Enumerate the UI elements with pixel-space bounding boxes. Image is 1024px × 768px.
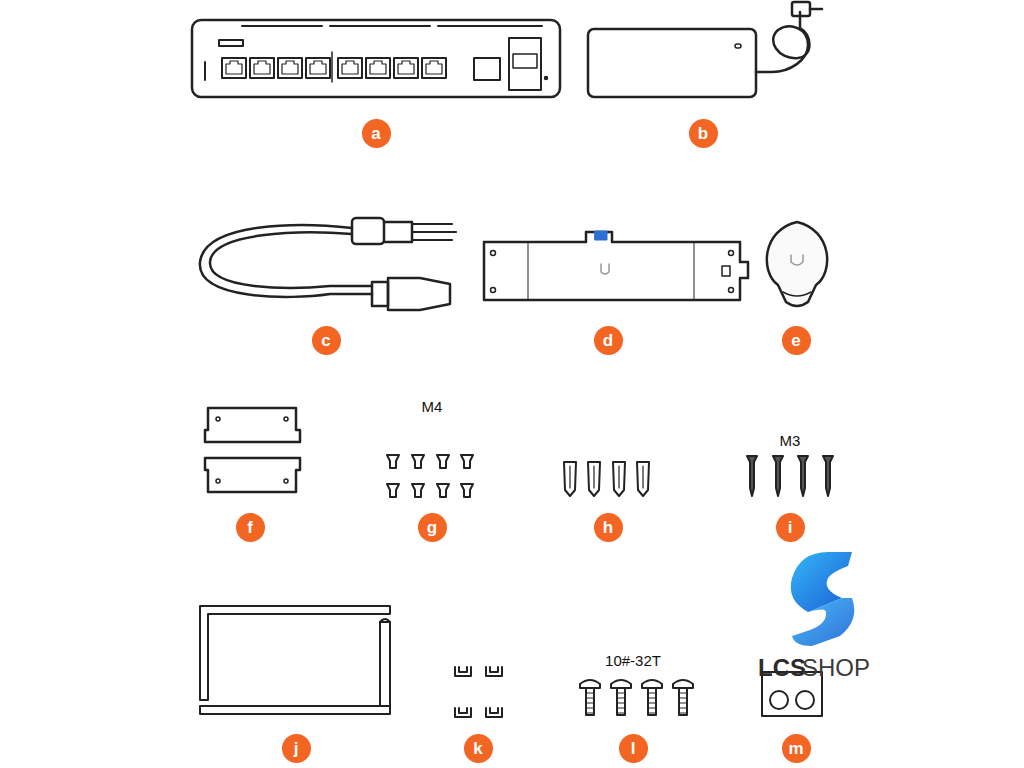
power-cord <box>200 218 456 310</box>
callout-letter: j <box>294 740 299 757</box>
callout-letter-circle: e <box>782 326 811 355</box>
callout-letter: i <box>788 519 793 536</box>
j-brackets <box>200 606 390 714</box>
watermark-text: SHOP <box>802 656 870 680</box>
m4-screws <box>387 455 473 497</box>
cable-clip <box>767 222 827 306</box>
watermark-logo <box>791 552 855 646</box>
callout-letter: d <box>603 332 613 349</box>
callout-letter-circle: i <box>776 513 805 542</box>
cage-nuts <box>455 667 502 717</box>
callout-letter-circle: c <box>312 326 341 355</box>
bolt-size-label: 10#-32T <box>605 653 661 668</box>
callout-letter: h <box>603 519 613 536</box>
callout-letter: k <box>473 740 482 757</box>
callout-letter: m <box>788 740 803 757</box>
rack-ears <box>205 408 300 492</box>
callout-letter: b <box>698 125 708 142</box>
screw-size-label: M4 <box>422 399 443 414</box>
callout-letter-circle: h <box>594 513 623 542</box>
callout-letter-circle: k <box>464 734 493 763</box>
wall-anchors <box>564 462 649 496</box>
rack-bolts <box>580 680 693 715</box>
wall-mount-bracket <box>484 231 748 300</box>
callout-letter: c <box>321 332 330 349</box>
callout-letter: e <box>791 332 800 349</box>
switch-unit <box>192 20 560 97</box>
callout-letter: l <box>631 740 636 757</box>
callout-letter-circle: f <box>236 513 265 542</box>
callout-letter-circle: a <box>362 119 391 148</box>
callout-letter: a <box>371 125 380 142</box>
watermark-text: LCS <box>758 656 806 680</box>
callout-letter-circle: j <box>282 734 311 763</box>
callout-letter-circle: m <box>782 734 811 763</box>
m3-screws <box>747 456 833 496</box>
power-adapter <box>588 2 822 97</box>
callout-letter-circle: b <box>689 119 718 148</box>
callout-letter-circle: d <box>594 326 623 355</box>
callout-letter: f <box>247 519 253 536</box>
callout-letter-circle: l <box>619 734 648 763</box>
callout-letter: g <box>427 519 437 536</box>
screw-size-label: M3 <box>780 433 801 448</box>
callout-letter-circle: g <box>418 513 447 542</box>
